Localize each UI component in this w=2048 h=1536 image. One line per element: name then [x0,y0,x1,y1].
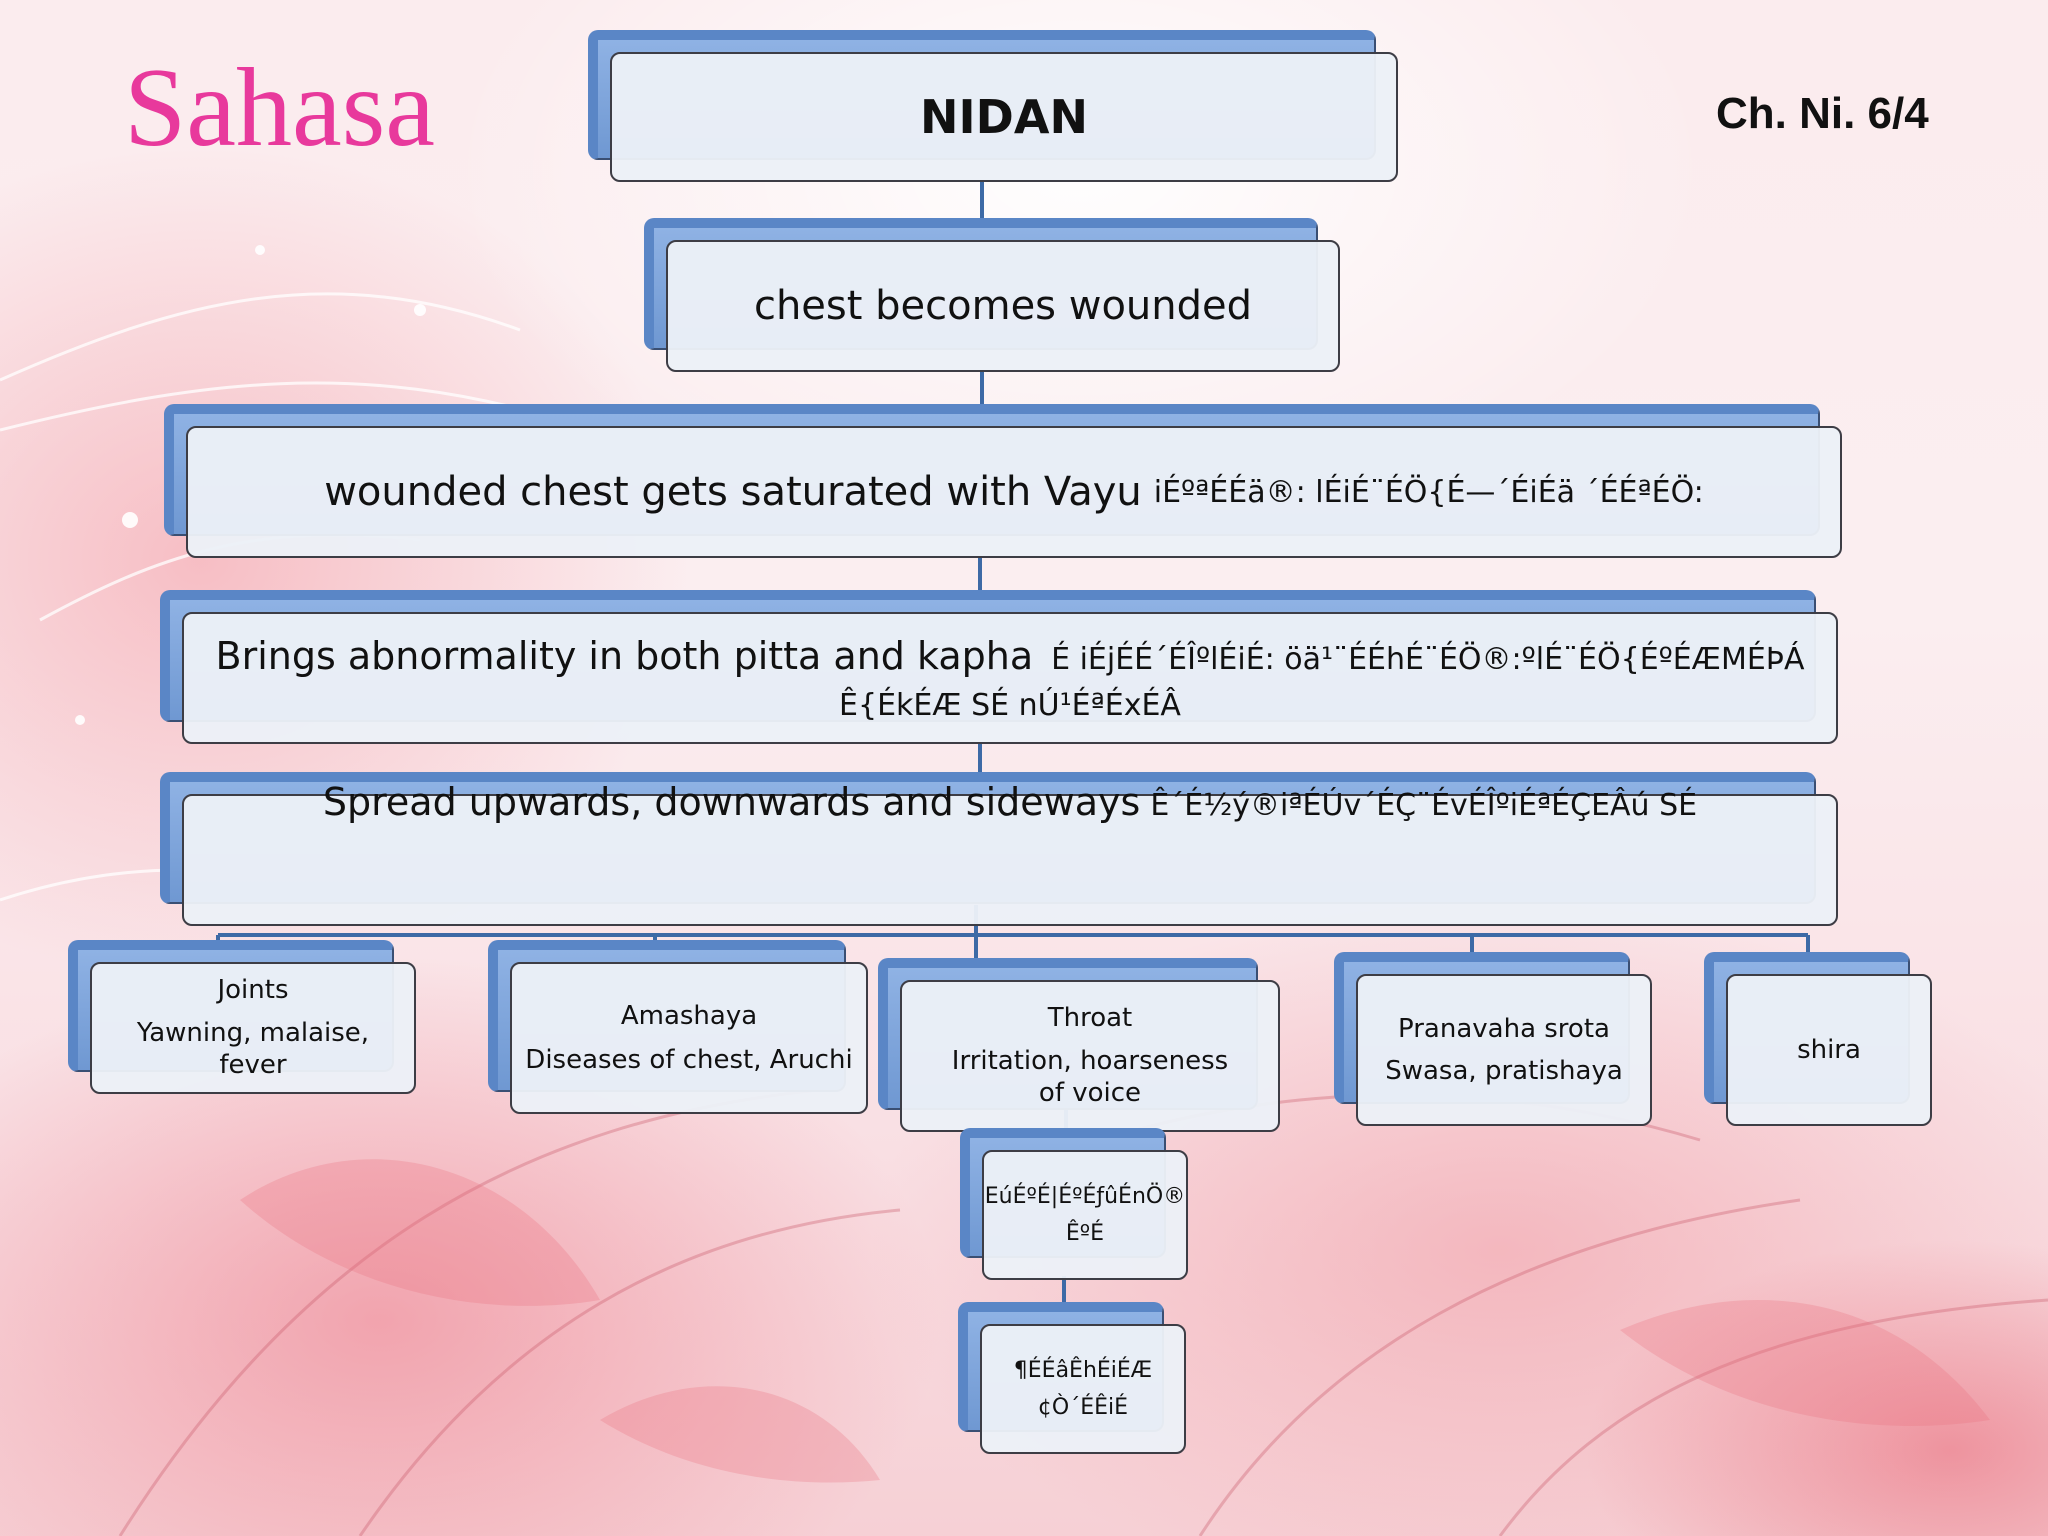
node-pitta-sanskrit-2: Ê{ÉkÉÆ SÉ nÚ¹ÉªÉxÉÂ [839,687,1181,723]
node-pitta-sanskrit-1: É iÉjÉÉ´ÉÎºlÉiÉ: öä¹¨ÉÉhÉ¨ÉÖ®:ºlÉ¨ÉÖ{ÉºÉ… [1051,641,1805,677]
node-sub2-line2: ¢Ò´ÉÊiÉ [1037,1395,1129,1420]
node-amashaya-title: Amashaya [620,1001,758,1031]
node-sub1-line1: EúÉºÉ|ÉºÉƒûÉnÖ® [984,1184,1186,1209]
slide-title: Sahasa [124,46,436,170]
node-pranavaha-desc: Swasa, pratishaya [1385,1056,1623,1086]
node-sub1-line2: ÊºÉ [1065,1221,1105,1246]
node-pranavaha-title: Pranavaha srota [1398,1014,1610,1044]
node-spread-label: Spread upwards, downwards and sideways [322,780,1141,824]
node-vayu-label: wounded chest gets saturated with Vayu [324,469,1142,515]
node-joints-desc: Yawning, malaise, fever [136,1017,370,1081]
node-vayu-sanskrit: iÉºªÉÉä®: lÉiÉ¨ÉÖ{É—´ÉiÉä ´ÉÉªÉÖ: [1153,474,1704,510]
node-sub2-line1: ¶ÉÉâÊhÉiÉÆ [1013,1358,1153,1383]
node-chest-label: chest becomes wounded [753,283,1253,329]
node-throat-desc: Irritation, hoarseness of voice [951,1045,1229,1109]
chapter-reference: Ch. Ni. 6/4 [1716,89,1929,138]
node-joints-title: Joints [217,974,289,1005]
node-amashaya-desc: Diseases of chest, Aruchi [525,1045,853,1075]
node-shira-title: shira [1797,1035,1861,1065]
node-throat-title: Throat [1047,1002,1133,1033]
node-pitta-label: Brings abnormality in both pitta and kap… [215,633,1034,678]
node-spread-sanskrit: Ê´É½ý®iªÉÚv´ÉÇ¨ÉvÉÎºiÉªÉÇEÂú SÉ [1150,788,1698,823]
node-nidan-label: NIDAN [920,90,1088,144]
